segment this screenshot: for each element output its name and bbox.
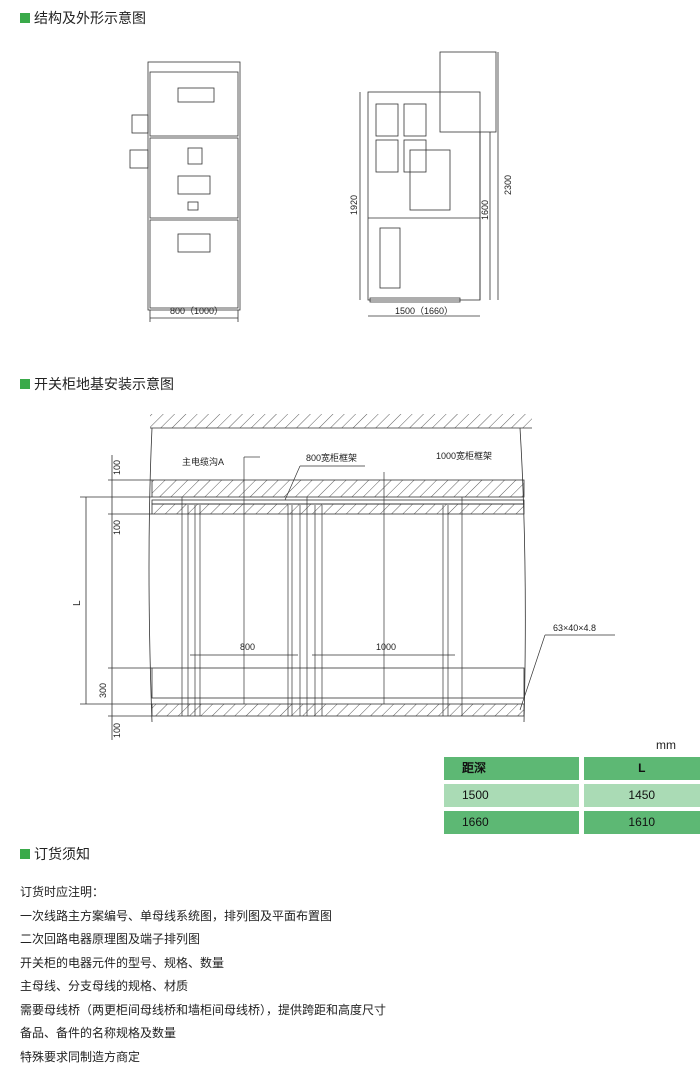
- height-1600-dim: 1600: [480, 200, 490, 220]
- section-heading-structure: 结构及外形示意图: [20, 8, 146, 28]
- heading-text: 订货须知: [34, 847, 90, 863]
- side-depth-dim: 1500（1660）: [395, 306, 453, 316]
- green-square-icon: [20, 379, 30, 389]
- dim-300: 300: [98, 683, 108, 698]
- table-row: 1500 1450: [444, 784, 700, 807]
- cell-L: 1450: [583, 784, 700, 807]
- side-view-cabinet: 1920 2300 1600 1500（1660）: [349, 51, 513, 317]
- table-header-row: 距深 L: [444, 757, 700, 780]
- width-1000-label: 1000: [376, 642, 396, 652]
- cell-depth: 1500: [444, 784, 579, 807]
- unit-label: mm: [656, 738, 676, 752]
- header-depth: 距深: [444, 757, 579, 780]
- table-row: 1660 1610: [444, 811, 700, 834]
- height-1920-dim: 1920: [349, 195, 359, 215]
- section-heading-ordering: 订货须知: [20, 844, 90, 864]
- note-line: 特殊要求同制造方商定: [20, 1049, 141, 1064]
- frame-800-label: 800宽柜框架: [306, 452, 357, 463]
- cell-L: 1610: [583, 811, 700, 834]
- frame-1000-label: 1000宽柜框架: [436, 450, 492, 461]
- trench-label: 主电缆沟A: [182, 456, 224, 467]
- height-2300-dim: 2300: [503, 175, 513, 195]
- dim-100-top: 100: [112, 460, 122, 475]
- steel-spec-label: 63×40×4.8: [553, 623, 596, 633]
- note-line: 订货时应注明：: [20, 885, 105, 899]
- depth-table: 距深 L 1500 1450 1660 1610: [444, 757, 700, 838]
- front-width-dim: 800（1000）: [170, 306, 223, 316]
- heading-text: 开关柜地基安装示意图: [34, 377, 174, 393]
- note-line: 主母线、分支母线的规格、材质: [20, 979, 189, 993]
- technical-drawings: 800（1000） 1920 2300 1600 1500（1660） 100 …: [72, 51, 615, 740]
- green-square-icon: [20, 849, 30, 859]
- cell-depth: 1660: [444, 811, 579, 834]
- front-view-cabinet: 800（1000）: [129, 61, 241, 322]
- ordering-notes: 订货时应注明： 一次线路主方案编号、单母线系统图，排列图及平面布置图 二次回路电…: [20, 881, 386, 1068]
- note-line: 需要母线桥（两更柜间母线桥和墙柜间母线桥），提供跨距和高度尺寸: [20, 1002, 387, 1017]
- green-square-icon: [20, 13, 30, 23]
- note-line: 一次线路主方案编号、单母线系统图，排列图及平面布置图: [20, 908, 333, 923]
- header-L: L: [583, 757, 700, 780]
- note-line: 开关柜的电器元件的型号、规格、数量: [20, 955, 225, 970]
- dim-L: L: [72, 600, 83, 606]
- foundation-plan: 100 100 L 300 100 主电缆沟A 800宽柜框架 1000宽柜框架…: [72, 414, 615, 740]
- section-heading-foundation: 开关柜地基安装示意图: [20, 374, 174, 394]
- note-line: 二次回路电器原理图及端子排列图: [20, 932, 201, 946]
- dim-100-mid: 100: [112, 520, 122, 535]
- heading-text: 结构及外形示意图: [34, 11, 146, 27]
- dim-100-bottom: 100: [112, 723, 122, 738]
- width-800-label: 800: [240, 642, 255, 652]
- note-line: 备品、备件的名称规格及数量: [20, 1026, 177, 1040]
